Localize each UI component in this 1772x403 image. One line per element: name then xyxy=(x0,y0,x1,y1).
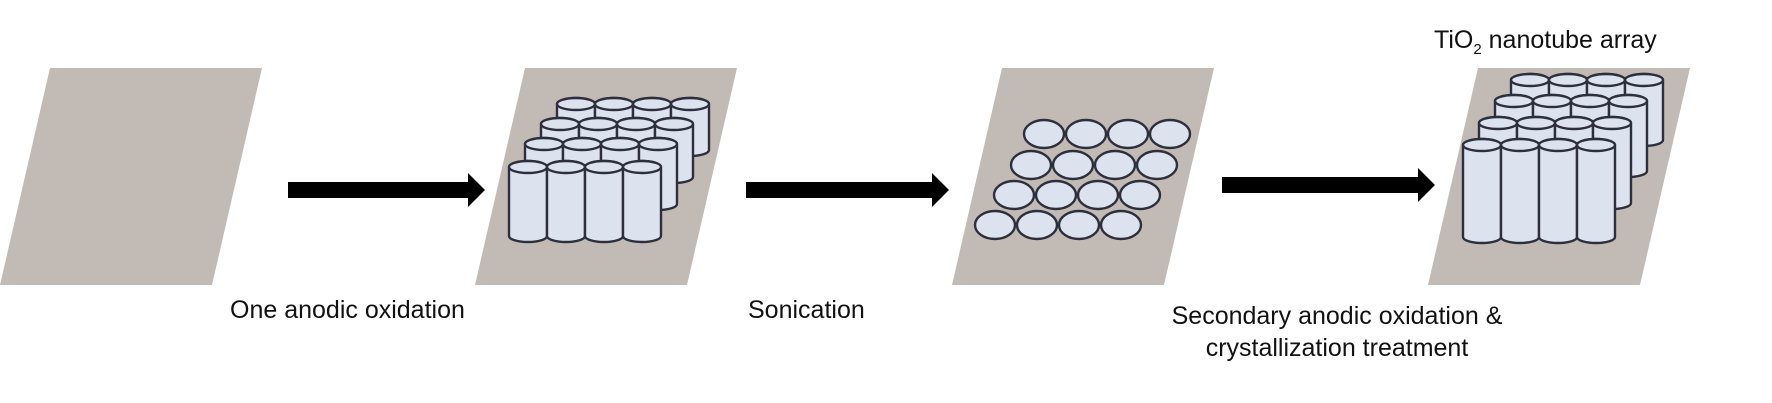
nanotube xyxy=(583,159,625,244)
nanotube-top xyxy=(615,116,657,132)
nanotube xyxy=(507,159,549,244)
nanotube-top xyxy=(1553,115,1595,131)
arrow-step-3 xyxy=(1222,168,1435,202)
arrow-step-1 xyxy=(288,173,485,207)
product-label: TiO2 nanotube array xyxy=(1434,26,1657,58)
pore-opening xyxy=(1093,149,1137,181)
nanotube-top xyxy=(545,159,587,175)
step-label-one-anodic-oxidation: One anodic oxidation xyxy=(230,296,465,324)
pore-opening xyxy=(1015,209,1059,241)
nanotube-top xyxy=(631,96,673,112)
nanotube-top xyxy=(1591,115,1633,131)
nanotube xyxy=(1575,137,1617,245)
pore-opening xyxy=(1148,118,1192,150)
arrow-1-shaft xyxy=(288,182,472,198)
pore-opening xyxy=(1076,179,1120,211)
pore-opening xyxy=(1057,209,1101,241)
nanotube xyxy=(621,159,663,244)
nanotube-top xyxy=(1509,72,1551,88)
nanotube-top xyxy=(637,136,679,152)
pore-opening xyxy=(1064,118,1108,150)
nanotube-top xyxy=(669,96,711,112)
arrow-2-head xyxy=(932,173,949,207)
nanotube-body xyxy=(1499,137,1541,245)
arrow-2-shaft xyxy=(746,182,936,198)
stage-first-nanotubes xyxy=(475,68,737,285)
nanotube-top xyxy=(1547,72,1589,88)
nanotube-top xyxy=(1493,93,1535,109)
nanotube-body xyxy=(1461,137,1503,245)
pore-opening xyxy=(1034,179,1078,211)
nanotube xyxy=(1499,137,1541,245)
nanotube-top xyxy=(599,136,641,152)
step-label-sonication: Sonication xyxy=(748,296,865,324)
pore-opening xyxy=(1135,149,1179,181)
nanotube-top xyxy=(523,136,565,152)
nanotube-group-4 xyxy=(1461,72,1665,245)
nanotube-top xyxy=(1585,72,1627,88)
pore-opening xyxy=(1106,118,1150,150)
nanotube xyxy=(653,116,695,185)
nanotube-top xyxy=(1607,93,1649,109)
stage-pore-pattern xyxy=(952,68,1214,285)
pore-opening xyxy=(992,179,1036,211)
nanotube-top xyxy=(1623,72,1665,88)
nanotube-top xyxy=(1515,115,1557,131)
nanotube-body xyxy=(1537,137,1579,245)
pore-opening xyxy=(973,209,1017,241)
product-label-suffix: nanotube array xyxy=(1482,26,1658,54)
nanotube xyxy=(1537,137,1579,245)
pore-opening xyxy=(1022,118,1066,150)
nanotube xyxy=(1461,137,1503,245)
nanotube-top xyxy=(555,96,597,112)
product-label-subscript: 2 xyxy=(1473,41,1481,58)
nanotube-top xyxy=(583,159,625,175)
nanotube-top xyxy=(561,136,603,152)
nanotube xyxy=(545,159,587,244)
nanotube-top xyxy=(577,116,619,132)
nanotube-top xyxy=(507,159,549,175)
pore-opening xyxy=(1118,179,1162,211)
nanotube-top xyxy=(1461,137,1503,153)
pore-opening xyxy=(1099,209,1143,241)
nanotube-top xyxy=(1537,137,1579,153)
stage-bare-substrate xyxy=(0,68,262,285)
nanotube-top xyxy=(593,96,635,112)
nanotube-top xyxy=(653,116,695,132)
step-label-secondary-line1: Secondary anodic oxidation & xyxy=(1172,302,1503,330)
pore-opening xyxy=(1051,149,1095,181)
arrow-3-shaft xyxy=(1222,177,1422,193)
arrow-1-head xyxy=(468,173,485,207)
arrow-step-2 xyxy=(746,173,949,207)
nanotube-top xyxy=(1499,137,1541,153)
nanotube-top xyxy=(539,116,581,132)
nanotube-top xyxy=(1575,137,1617,153)
nanotube-top xyxy=(1569,93,1611,109)
pore-group xyxy=(973,118,1192,241)
arrow-3-head xyxy=(1418,168,1435,202)
step-label-secondary-line2: crystallization treatment xyxy=(1206,334,1469,362)
substrate-plate-1 xyxy=(0,68,262,285)
stage-final-nanotubes xyxy=(1428,68,1690,285)
nanotube-top xyxy=(1477,115,1519,131)
nanotube-top xyxy=(621,159,663,175)
nanotube-body xyxy=(1575,137,1617,245)
pore-opening xyxy=(1009,149,1053,181)
product-label-prefix: TiO xyxy=(1434,26,1473,54)
nanotube-group-2 xyxy=(507,96,711,244)
nanotube-top xyxy=(1531,93,1573,109)
